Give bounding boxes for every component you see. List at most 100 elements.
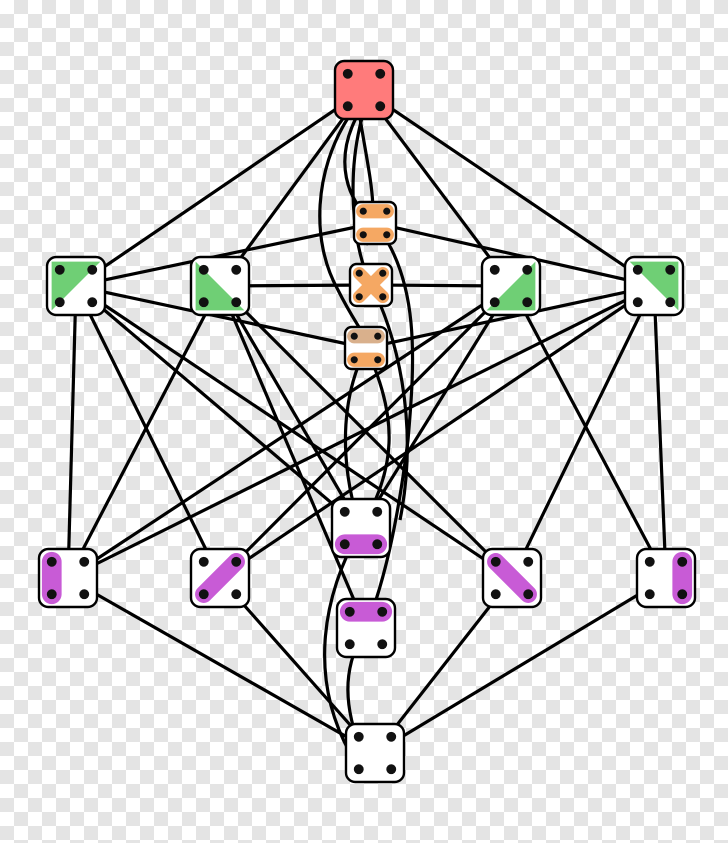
block-triangle [629, 261, 679, 311]
element-dot [386, 764, 397, 775]
element-dot [522, 297, 533, 308]
tile-g4 [623, 255, 685, 317]
element-dot [677, 556, 688, 567]
tile-frame [333, 59, 395, 121]
element-dot [353, 764, 364, 775]
element-dot [342, 101, 353, 112]
block-triangle [51, 261, 101, 311]
element-dot [350, 356, 358, 364]
element-dot [231, 297, 242, 308]
edge-g2-p1 [66, 285, 222, 579]
edge-o3-g4 [365, 284, 655, 350]
element-dot [54, 297, 65, 308]
tile-p4 [635, 547, 697, 609]
element-dot [231, 264, 242, 275]
edge-o1-g4 [374, 221, 655, 288]
tile-o1 [352, 200, 398, 246]
element-dot [489, 264, 500, 275]
edge-g4-p3 [510, 285, 656, 579]
element-dot [344, 606, 355, 617]
element-dot [375, 101, 386, 112]
element-dot [344, 639, 355, 650]
element-dot [353, 731, 364, 742]
element-dot [644, 556, 655, 567]
edge-g3-pm [359, 285, 513, 529]
element-dot [377, 606, 388, 617]
edge-n0-g2 [218, 89, 366, 287]
element-dot [372, 506, 383, 517]
nodes-layer [37, 59, 697, 784]
edge-g1-pm [74, 284, 363, 530]
element-dot [79, 589, 90, 600]
element-dot [198, 589, 209, 600]
element-dot [523, 589, 534, 600]
element-dot [677, 589, 688, 600]
tile-o3 [343, 325, 389, 371]
element-dot [383, 231, 391, 239]
element-dot [374, 356, 382, 364]
element-dot [374, 332, 382, 340]
element-dot [489, 297, 500, 308]
edge-n0-g3 [362, 89, 513, 287]
edge-n0-g4 [363, 88, 655, 288]
element-dot [198, 297, 209, 308]
element-dot [522, 264, 533, 275]
edge-n0-g1 [75, 88, 365, 288]
edge-p4-b0 [374, 576, 667, 755]
element-dot [342, 68, 353, 79]
element-dot [87, 264, 98, 275]
element-dot [79, 556, 90, 567]
tile-o2 [348, 262, 394, 308]
element-dot [339, 539, 350, 550]
edge-g1-p2 [74, 285, 222, 579]
tile-g2 [189, 255, 251, 317]
element-dot [231, 556, 242, 567]
edge-g1-p1 [66, 285, 78, 579]
element-dot [383, 207, 391, 215]
tile-p2 [189, 547, 251, 609]
element-dot [359, 231, 367, 239]
edge-g3-p4 [509, 285, 668, 579]
element-dot [386, 731, 397, 742]
tile-pm [330, 497, 392, 559]
element-dot [632, 297, 643, 308]
edge-p2-b0 [218, 576, 377, 755]
edge-p1-b0 [67, 576, 376, 755]
edge-g4-p2 [219, 284, 655, 580]
tile-g1 [45, 255, 107, 317]
element-dot [355, 293, 363, 301]
edge-o3-g1 [75, 284, 367, 350]
element-dot [54, 264, 65, 275]
element-dot [523, 556, 534, 567]
element-dot [665, 297, 676, 308]
edge-g4-p1 [67, 284, 655, 580]
block-bar [352, 266, 390, 304]
element-dot [379, 269, 387, 277]
tile-p3 [481, 547, 543, 609]
edge-g2-pm [218, 285, 363, 529]
tile-frame [344, 722, 406, 784]
element-dot [231, 589, 242, 600]
edge-o1-g1 [75, 221, 376, 288]
block-bar [195, 553, 245, 603]
edge-g3-p2 [218, 284, 513, 580]
element-dot [198, 264, 209, 275]
element-dot [350, 332, 358, 340]
element-dot [375, 68, 386, 79]
element-dot [359, 207, 367, 215]
element-dot [46, 556, 57, 567]
edge-g4-p4 [652, 285, 668, 579]
edge-g1-p3 [75, 284, 513, 580]
tile-pm2 [335, 597, 397, 659]
element-dot [490, 556, 501, 567]
element-dot [379, 293, 387, 301]
element-dot [665, 264, 676, 275]
edge-g3-p1 [67, 284, 512, 580]
element-dot [46, 589, 57, 600]
block-bar [487, 553, 537, 603]
tile-b0 [344, 722, 406, 784]
element-dot [377, 639, 388, 650]
block-triangle [486, 261, 536, 311]
